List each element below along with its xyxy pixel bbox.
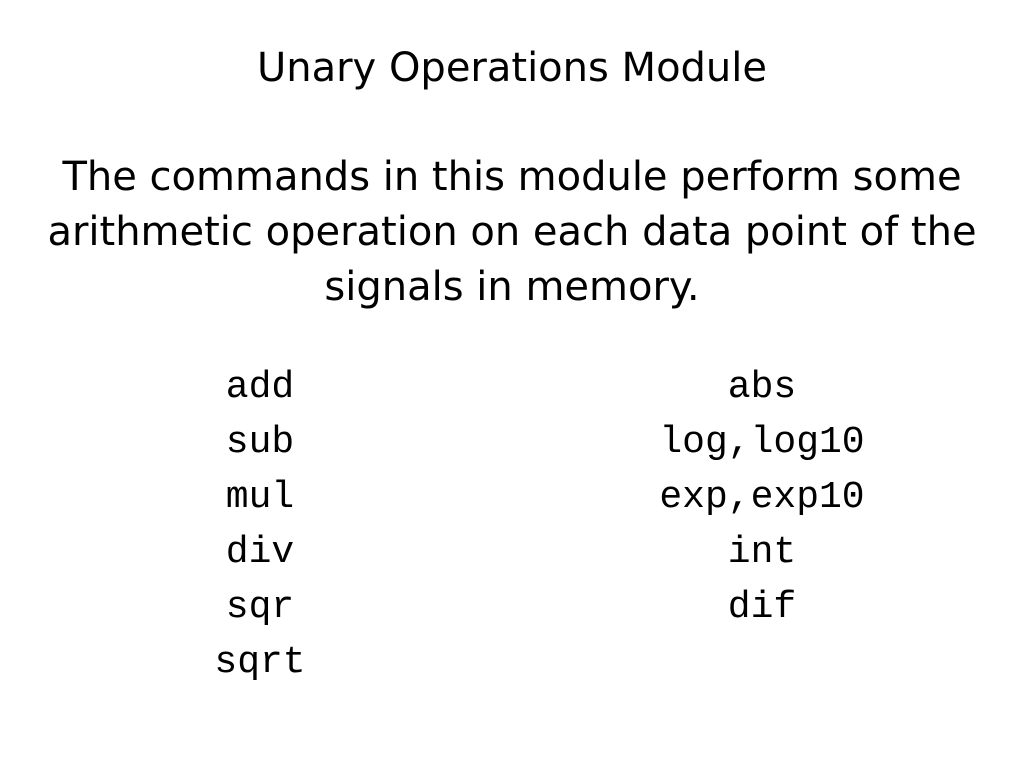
command-item: exp,exp10 xyxy=(659,476,865,519)
module-description: The commands in this module perform some… xyxy=(0,150,1024,315)
command-item: int xyxy=(727,531,797,574)
slide-title: Unary Operations Module xyxy=(256,45,768,91)
command-item: div xyxy=(225,531,295,574)
description-line: signals in memory. xyxy=(324,264,700,310)
command-item: sub xyxy=(225,421,295,464)
command-item: add xyxy=(225,366,295,409)
command-item: dif xyxy=(727,586,797,629)
description-line: The commands in this module perform some xyxy=(62,154,962,200)
command-item: abs xyxy=(727,366,797,409)
command-list-right: abs log,log10 exp,exp10 int dif xyxy=(612,360,912,635)
command-list-left: add sub mul div sqr sqrt xyxy=(160,360,360,690)
description-line: arithmetic operation on each data point … xyxy=(47,209,977,255)
command-item: mul xyxy=(225,476,295,519)
command-item: sqrt xyxy=(214,641,306,684)
command-item: log,log10 xyxy=(659,421,865,464)
command-item: sqr xyxy=(225,586,295,629)
